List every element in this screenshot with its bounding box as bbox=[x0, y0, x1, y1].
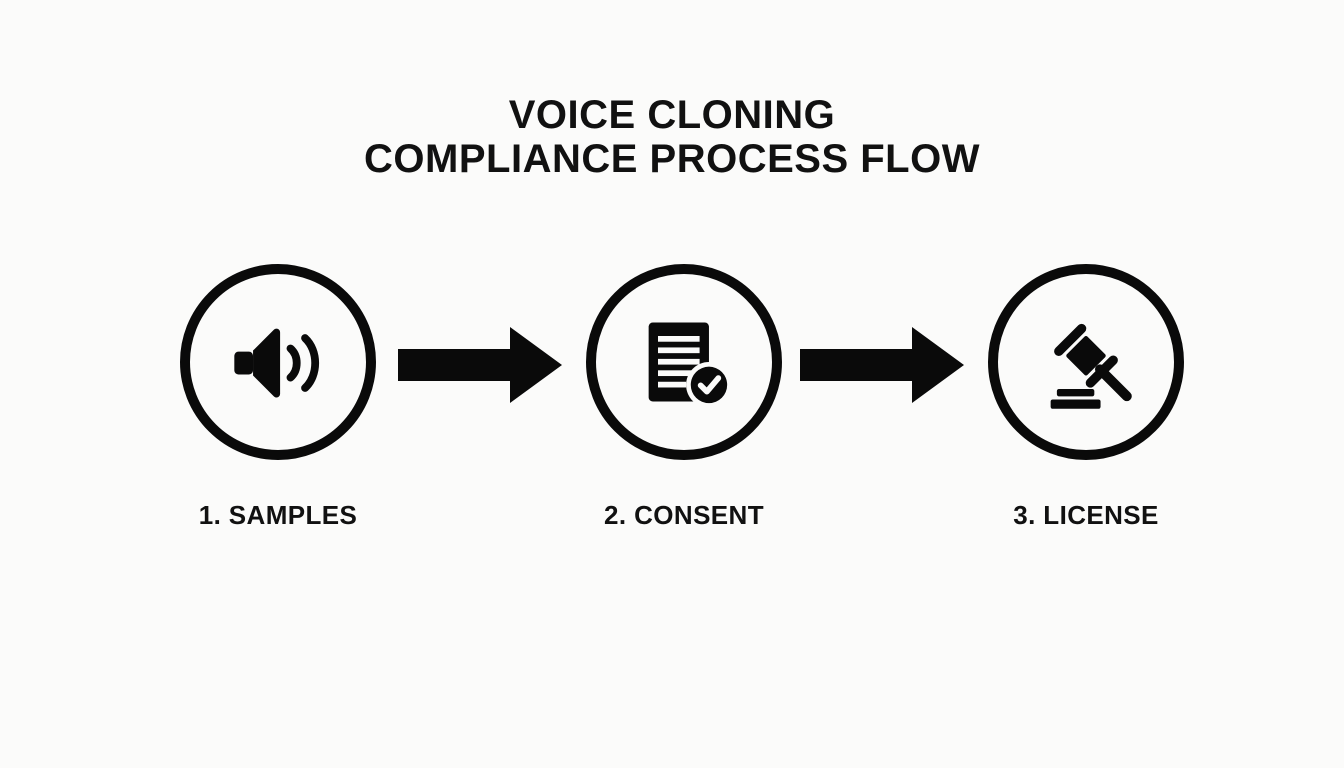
arrow-right-icon bbox=[398, 327, 562, 403]
step-circle-1 bbox=[180, 264, 376, 460]
flow-arrow-2 bbox=[800, 327, 964, 403]
title-line-2: COMPLIANCE PROCESS FLOW bbox=[364, 137, 980, 181]
flow-arrow-1 bbox=[398, 327, 562, 403]
step-label-3: 3. LICENSE bbox=[1013, 500, 1159, 530]
document-check-icon bbox=[648, 322, 732, 408]
step-label-2: 2. CONSENT bbox=[603, 500, 765, 530]
process-step-consent[interactable]: 2. CONSENT bbox=[586, 264, 782, 530]
gavel-icon bbox=[1050, 323, 1132, 409]
step-label-1: 1. SAMPLES bbox=[198, 500, 358, 530]
process-step-license[interactable]: 3. LICENSE bbox=[988, 264, 1184, 530]
page-title: VOICE CLONING COMPLIANCE PROCESS FLOW bbox=[0, 93, 1344, 181]
process-step-samples[interactable]: 1. SAMPLES bbox=[180, 264, 376, 530]
title-line-1: VOICE CLONING bbox=[508, 93, 836, 137]
speaker-volume-icon bbox=[234, 328, 320, 398]
arrow-right-icon bbox=[800, 327, 964, 403]
